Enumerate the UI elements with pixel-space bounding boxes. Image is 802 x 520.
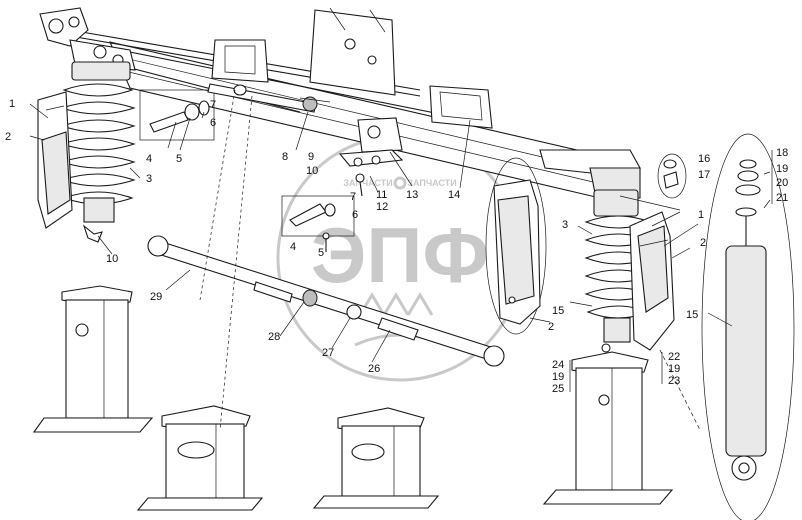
support-block-mid — [136, 405, 264, 511]
callout-24: 24 — [552, 359, 564, 371]
callout-9: 9 — [308, 151, 314, 163]
callout-22: 22 — [668, 351, 680, 363]
detail-pin-upper — [139, 89, 215, 141]
callout-29: 29 — [150, 291, 162, 303]
callout-28: 28 — [268, 331, 280, 343]
callout-3-right: 3 — [562, 219, 568, 231]
callout-16: 16 — [698, 153, 710, 165]
callout-8: 8 — [282, 151, 288, 163]
lower-rod-29 — [147, 235, 505, 367]
callout-4: 4 — [146, 153, 152, 165]
callout-27: 27 — [322, 347, 334, 359]
callout-12: 12 — [376, 201, 388, 213]
callout-1: 1 — [9, 98, 15, 110]
callout-6-lower: 6 — [352, 209, 358, 221]
watermark-caption-left: ЗАПЧАСТИ — [343, 178, 392, 188]
beam-bracket-3 — [429, 85, 493, 129]
watermark-caption-right: ЗАПЧАСТИ — [407, 178, 456, 188]
callout-2: 2 — [5, 131, 11, 143]
support-post-right — [542, 351, 674, 505]
callout-10-left: 10 — [106, 253, 118, 265]
callout-4-lower: 4 — [290, 241, 296, 253]
leader-lines — [29, 89, 771, 431]
callout-2-oval: 2 — [548, 321, 554, 333]
detail-pin-lower — [281, 195, 355, 252]
callout-1-right: 1 — [698, 209, 704, 221]
callout-13: 13 — [406, 189, 418, 201]
callout-15-shock: 15 — [686, 309, 698, 321]
beam-bracket-2 — [309, 7, 396, 96]
beam-bracket-1 — [211, 39, 269, 83]
callout-6: 6 — [210, 117, 216, 129]
support-block-center — [312, 407, 440, 509]
callout-19-b: 19 — [668, 363, 680, 375]
support-post-left — [32, 285, 154, 433]
bolt-16-17 — [657, 153, 687, 199]
callouts: 1 2 3 4 5 6 7 8 9 10 10 11 12 13 14 7 6 … — [5, 98, 788, 395]
callout-18: 18 — [776, 147, 788, 159]
callout-15-spring: 15 — [552, 305, 564, 317]
callout-7-lower: 7 — [350, 191, 356, 203]
callout-5: 5 — [176, 153, 182, 165]
right-side-bracket — [629, 211, 675, 351]
callout-10-center: 10 — [306, 165, 318, 177]
callout-19-c: 19 — [552, 371, 564, 383]
callout-5-lower: 5 — [318, 247, 324, 259]
left-spring-shock — [60, 61, 136, 243]
callout-14: 14 — [448, 189, 460, 201]
shock-absorber-15 — [701, 133, 795, 520]
callout-25: 25 — [552, 383, 564, 395]
center-pivot-assembly — [338, 117, 404, 197]
callout-26: 26 — [368, 363, 380, 375]
callout-23: 23 — [668, 375, 680, 387]
callout-19: 19 — [776, 163, 788, 175]
callout-3: 3 — [146, 173, 152, 185]
callout-11: 11 — [376, 189, 387, 201]
exploded-bracket-oval — [485, 157, 547, 335]
callout-17: 17 — [698, 169, 710, 181]
left-side-bracket — [37, 91, 73, 229]
callout-2-right: 2 — [700, 237, 706, 249]
callout-21: 21 — [776, 192, 788, 204]
callout-20: 20 — [776, 177, 788, 189]
watermark-logo: ЭПФ — [311, 211, 489, 299]
callout-7: 7 — [210, 99, 216, 111]
